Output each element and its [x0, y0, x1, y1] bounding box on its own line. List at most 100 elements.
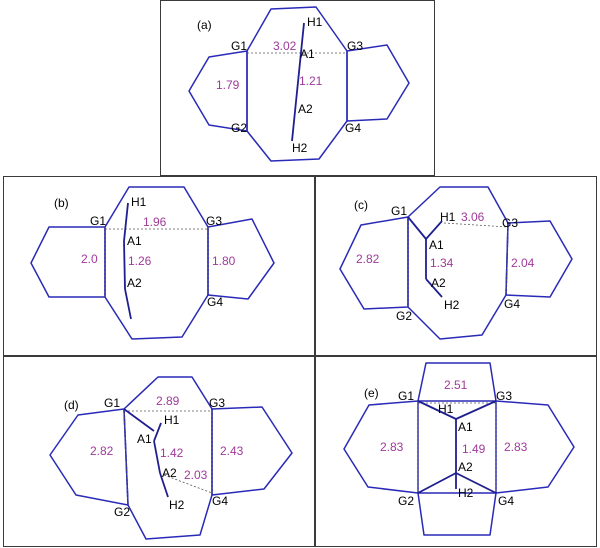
ring-left: [30, 226, 106, 298]
atom-g1: G1: [231, 39, 247, 53]
atom-h1: H1: [440, 210, 456, 224]
atom-g2: G2: [114, 505, 130, 519]
h1-a1-bond: [425, 220, 443, 240]
atom-a1: A1: [127, 234, 142, 248]
dist-g1-g3: 2.89: [156, 394, 180, 408]
atom-g3: G3: [496, 389, 512, 403]
atom-h2: H2: [169, 498, 185, 512]
left-ring-contact: [123, 408, 129, 506]
atom-a1: A1: [429, 238, 444, 252]
a2-h2-bond: [425, 278, 443, 298]
diagram-c: (c) H1 G1 G3 A1 A2 H2 G2 G4 3.06 2.82 1.…: [339, 186, 573, 340]
atom-a2: A2: [127, 276, 142, 290]
ring-left: [343, 400, 419, 494]
atom-a2: A2: [162, 466, 177, 480]
a2-h2-bond: [159, 472, 169, 498]
ring-left: [339, 216, 409, 310]
panel-tag: (b): [54, 196, 69, 210]
h1-a1-bond: [123, 202, 129, 242]
panel-a: (a) H1 G1 G3 A1 A2 G2 G4 H2 3.02 1.79 1.…: [160, 0, 435, 176]
atom-g1: G1: [104, 396, 120, 410]
panel-tag: (e): [364, 386, 379, 400]
atom-h2: H2: [292, 141, 308, 155]
atom-g4: G4: [207, 295, 223, 309]
dist-left-ring: 1.79: [216, 78, 240, 92]
atom-a1: A1: [137, 432, 152, 446]
g1-a1-bond: [123, 408, 155, 432]
atom-g3: G3: [347, 39, 363, 53]
g3-a1-bond: [455, 400, 497, 420]
dist-a1-a2: 1.21: [299, 74, 323, 88]
dist-right-ring: 2.43: [220, 444, 244, 458]
right-ring-contact: [505, 226, 509, 296]
dist-left-ring: 2.83: [380, 440, 404, 454]
g1-a1-bond: [417, 400, 457, 420]
atom-h1: H1: [164, 413, 180, 427]
a1-a2-bond: [123, 240, 126, 290]
atom-g1: G1: [90, 214, 106, 228]
atom-h1: H1: [307, 15, 323, 29]
atom-g4: G4: [498, 494, 514, 508]
atom-h1: H1: [438, 402, 454, 416]
dist-h1-g3: 3.06: [461, 210, 485, 224]
diagram-b: (b) H1 G1 G3 A1 A2 G4 1.96 2.0 1.26 1.80: [30, 186, 275, 340]
panel-c: (c) H1 G1 G3 A1 A2 H2 G2 G4 3.06 2.82 1.…: [315, 176, 597, 356]
dist-a1-a2: 1.49: [462, 442, 486, 456]
atom-g3: G3: [502, 216, 518, 230]
atom-g4: G4: [212, 494, 228, 508]
dist-g1-g3: 3.02: [273, 39, 297, 53]
ring-center: [104, 186, 209, 340]
atom-h2: H2: [444, 298, 460, 312]
dist-left-ring: 2.82: [90, 444, 114, 458]
dist-right-ring: 1.80: [212, 254, 236, 268]
atom-g2: G2: [231, 121, 247, 135]
atom-a2: A2: [458, 460, 473, 474]
diagram-d: (d) H1 G1 G3 A1 A2 H2 G2 G4 2.89 2.82 1.…: [49, 376, 293, 540]
atom-a1: A1: [458, 420, 473, 434]
a2-end-bond: [124, 288, 132, 320]
diagram-a: (a) H1 G1 G3 A1 A2 G2 G4 H2 3.02 1.79 1.…: [188, 6, 410, 162]
a1-a2-bond: [153, 440, 161, 474]
dist-a1-a2: 1.42: [160, 446, 184, 460]
panel-tag: (c): [354, 198, 368, 212]
atom-g1: G1: [391, 204, 407, 218]
atom-g3: G3: [206, 214, 222, 228]
ring-left: [49, 408, 129, 506]
atom-g2: G2: [398, 494, 414, 508]
atom-h2: H2: [458, 486, 474, 500]
dist-a1-a2: 1.34: [430, 256, 454, 270]
atom-a2: A2: [298, 102, 313, 116]
ring-center: [417, 362, 497, 402]
panel-e: (e) H1 G1 G3 A1 A2 H2 G2 G4 2.51 2.83 1.…: [315, 356, 597, 547]
dist-g1-g3: 2.51: [444, 378, 468, 392]
h1-a1-bond: [153, 422, 162, 442]
dist-right-ring: 2.83: [504, 440, 528, 454]
dist-left-ring: 2.82: [356, 252, 380, 266]
panel-tag: (d): [64, 398, 79, 412]
g2-a2-bond: [417, 472, 457, 494]
atom-g1: G1: [398, 389, 414, 403]
dist-a2-g4: 2.03: [184, 468, 208, 482]
g4-a2-bond: [455, 472, 497, 494]
atom-g3: G3: [209, 396, 225, 410]
atom-a1: A1: [300, 47, 315, 61]
atom-g4: G4: [504, 297, 520, 311]
dist-right-ring: 2.04: [511, 256, 535, 270]
h1-h2-bond: [291, 22, 305, 142]
g1-a1-bond: [407, 216, 427, 240]
ring-center: [407, 186, 509, 340]
panel-d: (d) H1 G1 G3 A1 A2 H2 G2 G4 2.89 2.82 1.…: [3, 356, 315, 547]
h1-g3-contact: [443, 222, 509, 228]
dist-g1-g3: 1.96: [143, 215, 167, 229]
atom-h1: H1: [131, 195, 147, 209]
dist-left-ring: 2.0: [81, 252, 98, 266]
atom-g4: G4: [345, 121, 361, 135]
panel-tag: (a): [197, 18, 212, 32]
ring-right: [346, 44, 410, 122]
atom-a2: A2: [431, 276, 446, 290]
diagram-e: (e) H1 G1 G3 A1 A2 H2 G2 G4 2.51 2.83 1.…: [343, 362, 575, 536]
ring-bottom: [417, 492, 497, 536]
a2-g4-contact: [163, 474, 213, 494]
dist-a1-a2: 1.26: [128, 254, 152, 268]
atom-g2: G2: [396, 309, 412, 323]
